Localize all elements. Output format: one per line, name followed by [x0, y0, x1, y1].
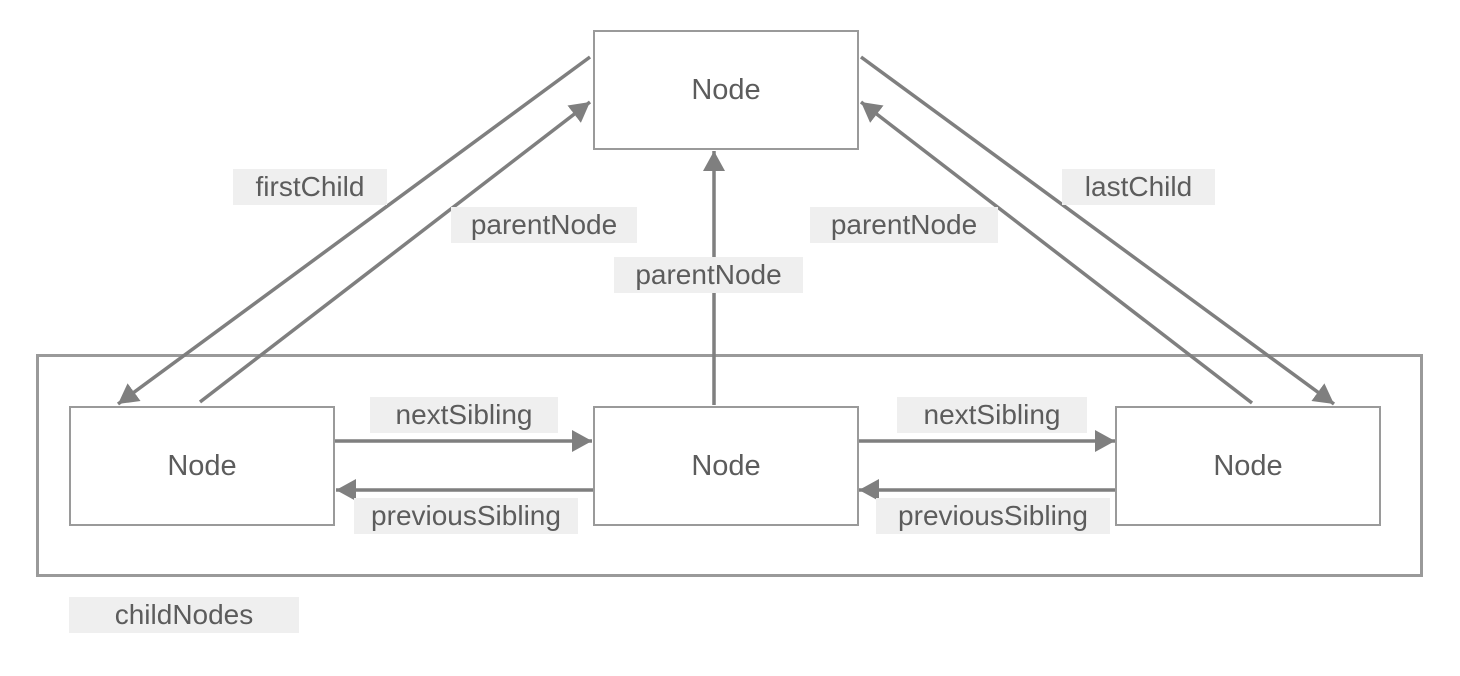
left-child-node-box: Node: [69, 406, 335, 526]
child-nodes-group: [36, 354, 1423, 577]
last-child-arrow: [859, 55, 1336, 406]
middle-child-node-box: Node: [593, 406, 859, 526]
previous-sibling-right-label: previousSibling: [876, 498, 1110, 534]
parent-node-left-label: parentNode: [451, 207, 637, 243]
parent-node-box: Node: [593, 30, 859, 150]
right-child-node-box: Node: [1115, 406, 1381, 526]
child-nodes-label: childNodes: [69, 597, 299, 633]
parent-node-left-arrow: [198, 100, 592, 404]
first-child-label: firstChild: [233, 169, 387, 205]
parent-node-right-arrow: [859, 100, 1254, 405]
parent-node-middle-label: parentNode: [614, 257, 803, 293]
previous-sibling-left-label: previousSibling: [354, 498, 578, 534]
last-child-label: lastChild: [1062, 169, 1215, 205]
next-sibling-right-label: nextSibling: [897, 397, 1087, 433]
first-child-arrow: [116, 55, 592, 406]
next-sibling-left-label: nextSibling: [370, 397, 558, 433]
parent-node-right-label: parentNode: [810, 207, 998, 243]
